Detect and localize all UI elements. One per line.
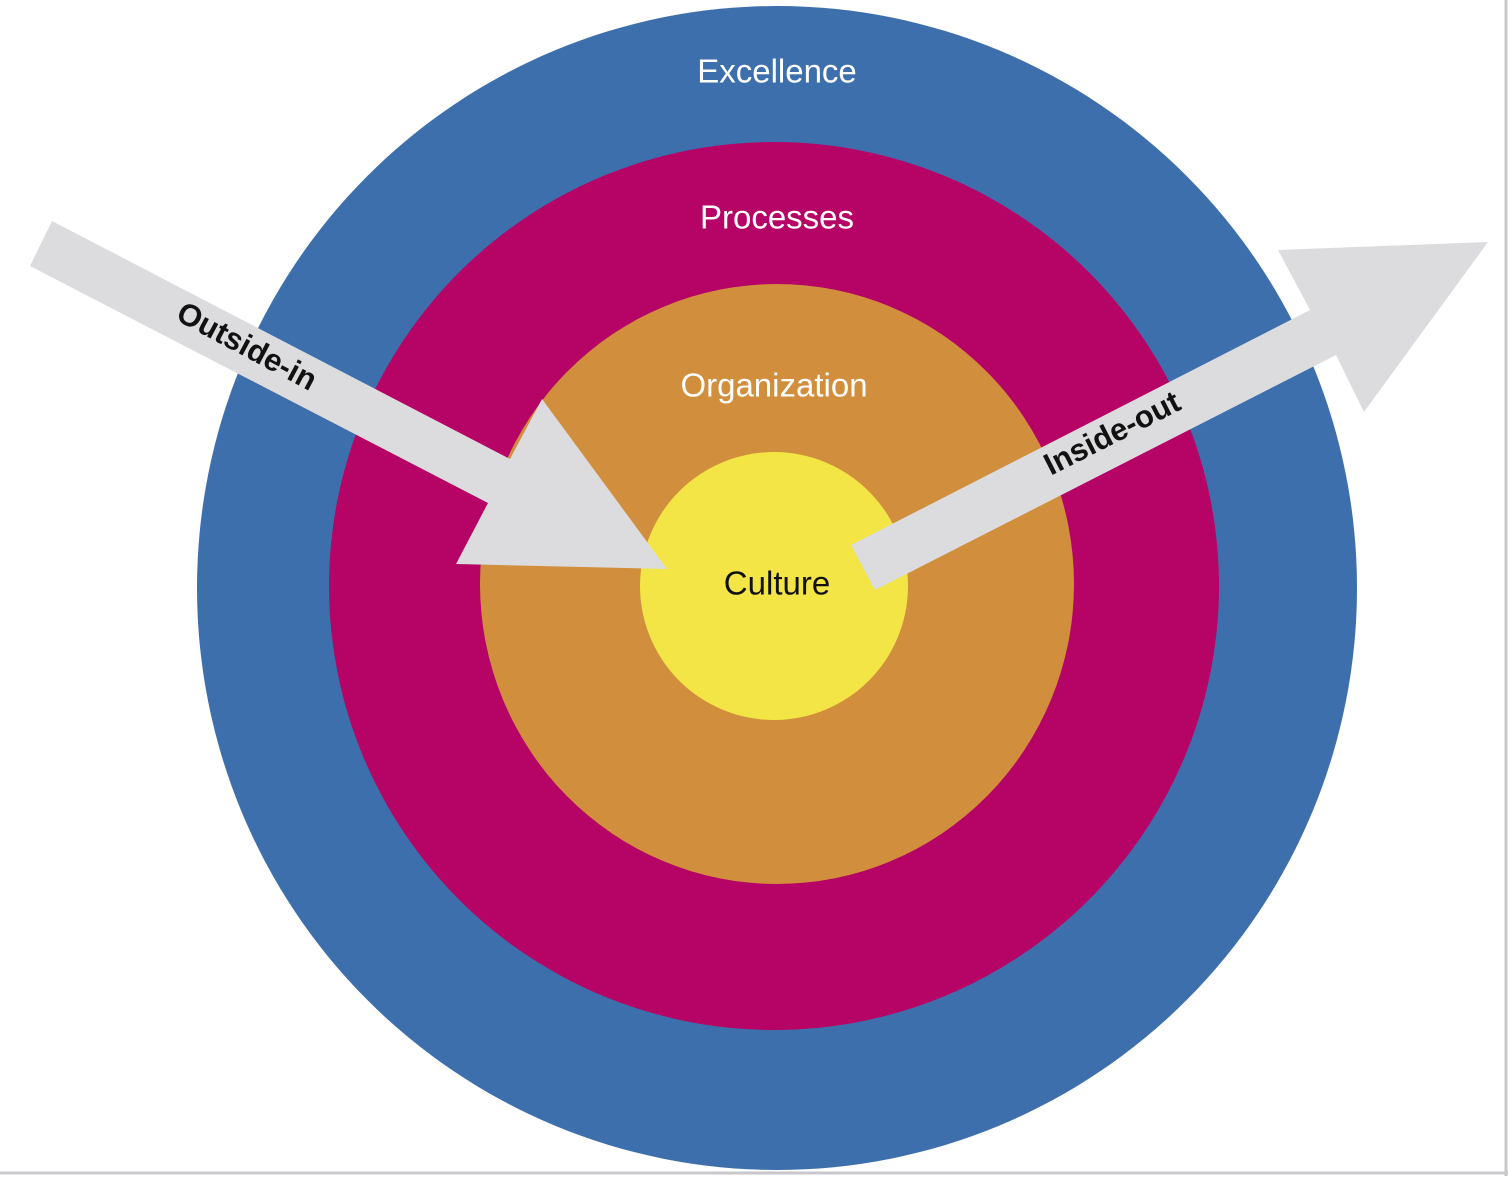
ring-culture bbox=[640, 452, 908, 720]
label-culture: Culture bbox=[724, 565, 830, 602]
outside-in-arrow bbox=[30, 221, 667, 569]
label-processes: Processes bbox=[700, 199, 854, 236]
inside-out-arrow bbox=[851, 242, 1488, 590]
label-excellence: Excellence bbox=[697, 53, 857, 90]
label-organization: Organization bbox=[680, 367, 867, 404]
